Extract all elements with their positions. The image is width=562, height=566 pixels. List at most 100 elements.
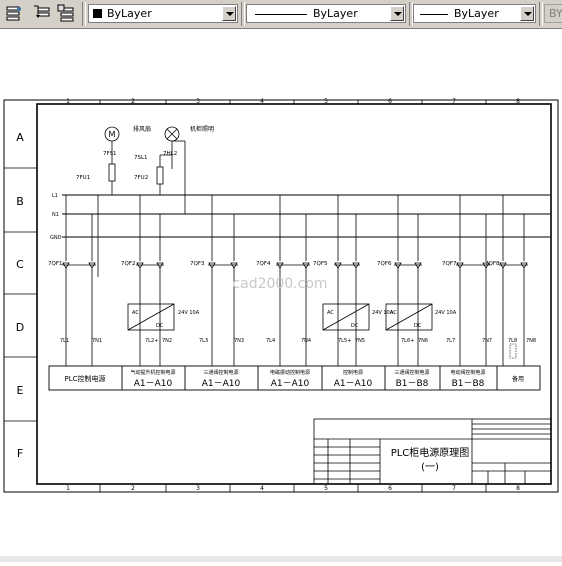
bus-label: N1	[52, 212, 59, 218]
psu-rating: 24V 10A	[435, 310, 457, 316]
wire-label: 7N2	[162, 338, 172, 344]
psu-ac-label: AC	[132, 310, 139, 316]
wire-label: 7L2+	[145, 338, 158, 344]
function-block-range: A1－A10	[271, 379, 310, 389]
breaker-contact-icon	[208, 262, 216, 269]
plotstyle-value: BY	[549, 7, 562, 20]
lamp-circuit	[156, 126, 186, 214]
row-label: B	[16, 195, 24, 208]
wire-label: 7N6	[418, 338, 428, 344]
breaker-contact-icon	[136, 262, 144, 269]
horizontal-scrollbar[interactable]	[0, 556, 562, 562]
psu-ac-label: AC	[390, 310, 397, 316]
device-tag: 7HL2	[163, 151, 177, 157]
layer-states-icon[interactable]	[4, 3, 24, 23]
drawing-canvas[interactable]: A B C D E F 1 2 3 4 5 6 7 8 1	[0, 29, 562, 562]
device-tag: 7SL1	[134, 155, 148, 161]
breaker-tag: 7QF4	[256, 261, 271, 267]
fan-circuit	[97, 126, 120, 277]
motor-symbol: M	[109, 130, 116, 139]
chevron-down-icon[interactable]	[222, 6, 236, 21]
column-number: 8	[516, 98, 520, 105]
breaker-tag: 7QF1	[48, 261, 63, 267]
wire-label: 7N5	[355, 338, 365, 344]
linetype-preview	[255, 14, 307, 15]
breaker-contact-icon	[302, 262, 310, 269]
column-number: 7	[452, 485, 456, 492]
psu-dc-label: DC	[156, 323, 164, 329]
breaker-contact-icon	[394, 262, 402, 269]
row-label: F	[17, 447, 23, 460]
linetype-control-dropdown[interactable]: ByLayer	[246, 4, 406, 23]
motor-label: 排风扇	[133, 125, 151, 133]
psu-rating: 24V 10A	[178, 310, 200, 316]
function-block-title: 备用	[512, 375, 524, 383]
color-control-dropdown[interactable]: ByLayer	[88, 4, 238, 23]
breaker-contact-icon	[334, 262, 342, 269]
schematic-drawing: A B C D E F 1 2 3 4 5 6 7 8 1	[3, 98, 559, 493]
toolbar-separator	[539, 2, 543, 26]
properties-toolbar: ByLayer ByLayer ByLayer BY	[0, 0, 562, 29]
wire-label: 7L6+	[401, 338, 414, 344]
wire-label: 7N4	[301, 338, 311, 344]
row-label: D	[16, 321, 24, 334]
column-number: 4	[260, 485, 264, 492]
drawing-title: PLC柜电源原理图	[391, 446, 470, 459]
column-number: 6	[388, 485, 392, 492]
wire-label: 7L5+	[338, 338, 351, 344]
psu-rating: 24V 10A	[372, 310, 394, 316]
layer-previous-icon[interactable]	[56, 3, 76, 23]
breaker-contact-icon	[482, 262, 490, 269]
breaker-contact-icon	[276, 262, 284, 269]
breaker-tag: 7QF8	[485, 261, 500, 267]
breaker-tag: 7QF7	[442, 261, 457, 267]
chevron-down-icon[interactable]	[390, 6, 404, 21]
make-current-icon[interactable]	[32, 3, 52, 23]
toolbar-separator	[241, 2, 245, 26]
breaker-contact-icon	[520, 262, 528, 269]
breaker-contact-icon	[352, 262, 360, 269]
column-number: 8	[516, 485, 520, 492]
watermark: cad2000.com	[232, 276, 327, 292]
function-block-range: A1－A10	[134, 379, 173, 389]
wire-label: 7N7	[482, 338, 492, 344]
column-grid	[99, 100, 487, 492]
breaker-contact-icon	[456, 262, 464, 269]
psu-dc-label: DC	[351, 323, 359, 329]
column-number: 2	[131, 98, 135, 105]
function-block-range: A1－A10	[202, 379, 241, 389]
function-block-range: B1－B8	[452, 379, 485, 389]
column-number: 1	[66, 485, 70, 492]
power-supply-boxes	[127, 303, 433, 331]
sheet-inner-frame	[36, 103, 552, 485]
wire-label: 7L7	[446, 338, 455, 344]
bus-label: GND	[50, 235, 62, 241]
sheet-outer-frame	[3, 99, 559, 493]
toolbar-separator	[409, 2, 413, 26]
breaker-tag: 7QF6	[377, 261, 392, 267]
function-block-title: 三通阀控制电源	[203, 369, 238, 376]
function-block-row	[48, 365, 541, 391]
lineweight-value: ByLayer	[454, 7, 499, 20]
column-number: 7	[452, 98, 456, 105]
lamp-label: 机柜照明	[190, 125, 214, 133]
column-number: 1	[66, 98, 70, 105]
wire-label: 7L8	[508, 338, 517, 344]
linetype-value: ByLayer	[313, 7, 358, 20]
plotstyle-control-dropdown[interactable]: BY	[544, 4, 562, 23]
column-number: 6	[388, 98, 392, 105]
function-block-title: 控制电源	[343, 369, 363, 376]
breaker-contact-icon	[62, 262, 70, 269]
lineweight-control-dropdown[interactable]: ByLayer	[413, 4, 536, 23]
color-swatch	[93, 9, 102, 18]
function-block-title: 电磁振动控制电源	[270, 369, 310, 376]
function-block-title: 电动阀控制电源	[450, 369, 485, 376]
row-grid	[4, 167, 37, 422]
device-tag: 7FS1	[103, 151, 117, 157]
function-block-range: A1－A10	[334, 379, 373, 389]
wire-label: 7L1	[60, 338, 69, 344]
breaker-tag: 7QF5	[313, 261, 328, 267]
chevron-down-icon[interactable]	[520, 6, 534, 21]
breaker-tag: 7QF2	[121, 261, 136, 267]
function-block-title: 三通阀控制电源	[394, 369, 429, 376]
